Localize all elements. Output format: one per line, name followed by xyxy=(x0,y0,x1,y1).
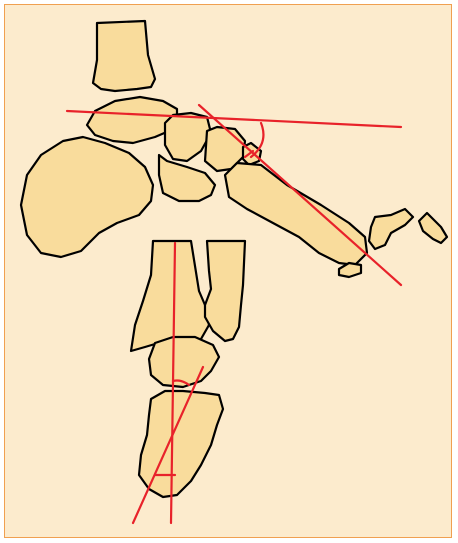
ap-foot-view xyxy=(131,241,245,497)
proximal-phalanx xyxy=(369,209,413,249)
lateral-foot-view xyxy=(21,21,447,277)
navicular xyxy=(165,113,211,161)
sesamoid xyxy=(339,263,361,277)
first-metatarsal xyxy=(225,163,367,265)
foot-bone-diagram xyxy=(5,5,455,541)
diagram-canvas xyxy=(4,4,452,538)
tibia-ap xyxy=(131,241,209,351)
tibia xyxy=(93,21,155,91)
calcaneus xyxy=(21,137,153,257)
talus xyxy=(87,97,177,143)
fibula-ap xyxy=(205,241,245,341)
distal-phalanx xyxy=(419,213,447,243)
talus-ap xyxy=(149,337,219,387)
